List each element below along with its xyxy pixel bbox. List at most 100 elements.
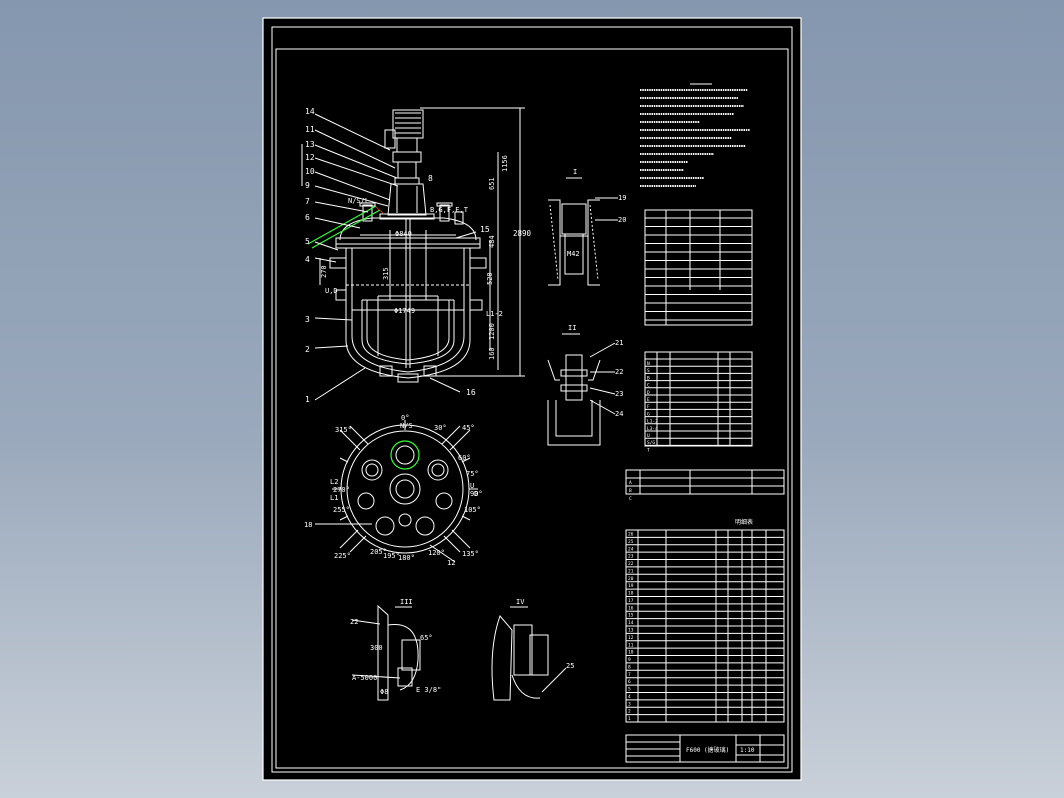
parts-row-number: 14	[628, 620, 634, 626]
nozzle-row-label: N	[647, 361, 650, 367]
angle-225: 225°	[334, 552, 351, 560]
angle-60: 60°	[458, 454, 471, 462]
leader-6: 6	[305, 213, 310, 222]
detail-ii-leader-24: 24	[615, 410, 623, 418]
nozzle-row-label: T	[647, 447, 650, 453]
parts-row-number: 17	[628, 598, 634, 604]
title-block: F600 (搪玻璃) 1:10	[625, 734, 785, 763]
dim-484: 484	[488, 235, 496, 248]
detail-iii: III 22 300 A-5000 65° Φ8 E 3/8"	[350, 598, 441, 701]
detail-i-m42: M42	[567, 250, 580, 258]
parts-row-number: 6	[628, 679, 631, 685]
detail-ii-leader-22: 22	[615, 368, 623, 376]
small-row-label: A	[629, 480, 632, 486]
detail-iii-a5000: A-5000	[352, 674, 377, 682]
dim-phi1749: Φ1749	[394, 307, 415, 315]
angle-205: 205°	[370, 548, 387, 556]
leader-10: 10	[305, 167, 315, 176]
technical-notes	[640, 83, 750, 187]
parts-row-number: 26	[628, 532, 634, 538]
angle-255: 255°	[333, 506, 350, 514]
detail-iii-e38: E 3/8"	[416, 686, 441, 694]
parts-row-number: 19	[628, 583, 634, 589]
parts-row-number: 4	[628, 694, 631, 700]
front-view	[301, 107, 525, 401]
leader-15: 15	[480, 225, 490, 234]
small-row-label: B	[629, 488, 632, 494]
parts-row-number: 13	[628, 628, 634, 634]
top-view-labels: 315° 0° 30° 45° 60° 75° 90° 105° 120° 13…	[304, 414, 483, 567]
nozzle-row-label: L1-2	[647, 419, 658, 425]
nozzle-bgfet: B,G,F,E,T	[430, 206, 469, 214]
dim-315: 315	[382, 267, 390, 280]
parts-row-number: 8	[628, 664, 631, 670]
nozzle-row-label: L3-4	[647, 426, 658, 432]
leader-3: 3	[305, 315, 310, 324]
parts-row-number: 23	[628, 554, 634, 560]
parts-row-number: 16	[628, 605, 634, 611]
detail-i-leader-19: 19	[618, 194, 626, 202]
angle-75: 75°	[466, 470, 479, 478]
parts-row-number: 25	[628, 539, 634, 545]
parts-row-number: 18	[628, 591, 634, 597]
detail-ii-leader-21: 21	[615, 339, 623, 347]
detail-ii: II 21 22 23 24	[547, 324, 623, 446]
leader-2: 2	[305, 345, 310, 354]
dim-phi840: Φ840	[395, 230, 412, 238]
detail-i-leader-20: 20	[618, 216, 626, 224]
detail-iv-leader-25: 25	[566, 662, 574, 670]
detail-iii-leader-22: 22	[350, 618, 358, 626]
parts-row-number: 10	[628, 650, 634, 656]
parts-row-number: 21	[628, 568, 634, 574]
dim-1156: 1156	[501, 155, 509, 172]
parts-row-number: 12	[628, 635, 634, 641]
detail-i: I M42 19 20	[548, 168, 626, 286]
nozzle-row-label: S/G	[647, 440, 655, 446]
dim-1200: 1200	[488, 323, 496, 340]
angle-120: 120°	[428, 549, 445, 557]
nozzle-ud: U,D	[325, 287, 338, 295]
dim-160: 160	[488, 347, 496, 360]
title-block-name: F600 (搪玻璃)	[686, 746, 729, 754]
angle-180: 180°	[398, 554, 415, 562]
label-l1: L1	[330, 494, 338, 502]
nozzle-l12: L1-2	[486, 310, 503, 318]
leader-4: 4	[305, 255, 310, 264]
parts-row-number: 7	[628, 672, 631, 678]
leader-1: 1	[305, 395, 310, 404]
angle-90: 90°	[470, 490, 483, 498]
detail-iii-title: III	[400, 598, 413, 606]
leader-12: 12	[305, 153, 315, 162]
parts-row-number: 1	[628, 716, 631, 722]
detail-ii-leader-23: 23	[615, 390, 623, 398]
nozzle-row-label: F	[647, 404, 650, 410]
detail-iii-300: 300	[370, 644, 383, 652]
parts-row-number: 3	[628, 701, 631, 707]
label-l2: L2	[330, 478, 338, 486]
detail-ii-title: II	[568, 324, 576, 332]
leader-5: 5	[305, 237, 310, 246]
leader-16: 16	[466, 388, 476, 397]
angle-315: 315°	[335, 426, 352, 434]
leader-9: 9	[305, 181, 310, 190]
leader-14: 14	[305, 107, 315, 116]
leader-8: 8	[428, 174, 433, 183]
dim-520: 520	[486, 272, 494, 285]
drawing-border	[275, 48, 789, 769]
dim-270: 270	[320, 265, 328, 278]
spec-table	[644, 209, 753, 326]
angle-45: 45°	[462, 424, 475, 432]
angle-105: 105°	[464, 506, 481, 514]
top-leader-18: 18	[304, 521, 312, 529]
nozzle-row-label: B	[647, 375, 650, 381]
front-view-labels: 14 11 13 12 10 9 7 6 5 4 3 2 1 15 16 8 2…	[305, 107, 532, 404]
detail-iv-title: IV	[516, 598, 525, 606]
nozzle-row-label: S	[647, 368, 650, 374]
detail-i-title: I	[573, 168, 577, 176]
angle-195: 195°	[383, 552, 400, 560]
small-table: ABC	[625, 469, 785, 502]
small-row-label: C	[629, 496, 632, 502]
detail-iii-65: 65°	[420, 634, 433, 642]
